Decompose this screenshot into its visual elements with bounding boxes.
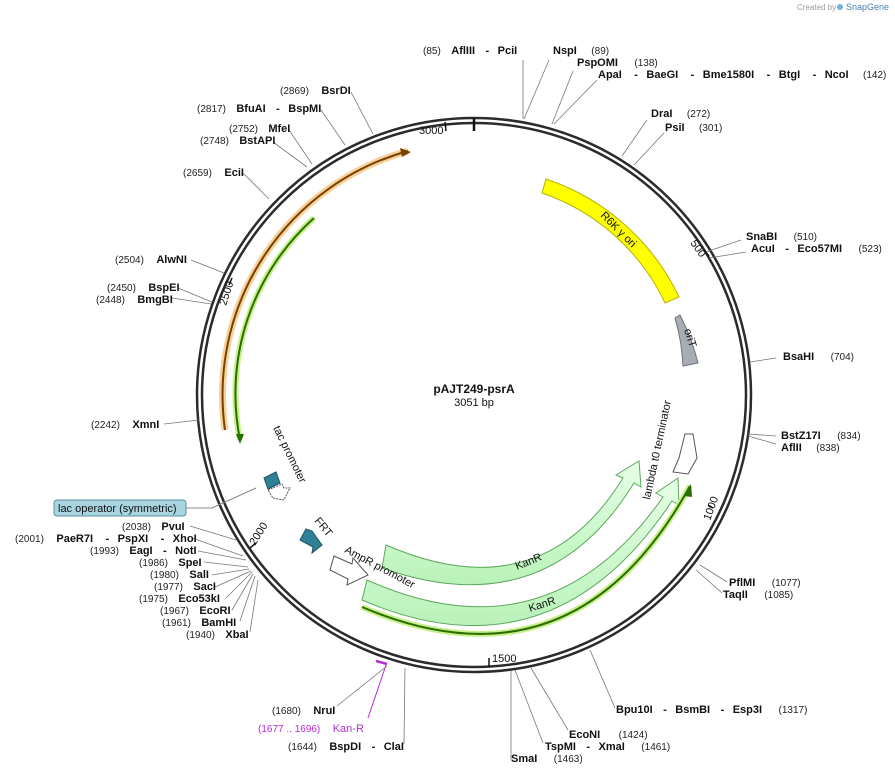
site-bstz17i[interactable]: BstZ17I (834) xyxy=(781,426,861,443)
lac-operator-leader-b xyxy=(211,487,257,509)
site-saci[interactable]: (1977) SacI xyxy=(154,577,216,594)
tick-3000: 3000 xyxy=(419,125,443,137)
site-spei[interactable]: (1986) SpeI xyxy=(139,553,202,570)
site-bspei[interactable]: (2450) BspEI xyxy=(107,278,180,295)
site-xmni[interactable]: (2242) XmnI xyxy=(91,415,159,432)
feature-r6k-label: R6K γ ori xyxy=(598,210,638,250)
site-acui[interactable]: AcuI - Eco57MI (523) xyxy=(751,239,882,256)
site-bstapi[interactable]: (2748) BstAPI xyxy=(200,131,275,148)
site-smai[interactable]: SmaI (1463) xyxy=(511,749,583,766)
site-eagi[interactable]: (1993) EagI - NotI xyxy=(90,541,197,558)
site-pvui[interactable]: (2038) PvuI xyxy=(122,517,185,534)
primer-bind-left-arrowhead xyxy=(236,434,244,444)
site-bsrdi[interactable]: (2869) BsrDI xyxy=(280,81,351,98)
primer-bind-upper-halo xyxy=(219,147,409,431)
primer-bind-upper[interactable] xyxy=(221,150,409,431)
site-nspi[interactable]: NspI (89) xyxy=(553,41,609,58)
site-taqii[interactable]: TaqII (1085) xyxy=(723,585,793,602)
snapgene-logo-icon xyxy=(837,4,843,10)
tick-2000: 2000 xyxy=(247,520,270,547)
feature-ampr-promoter[interactable] xyxy=(329,555,369,586)
primer-bind-lower-arrowhead xyxy=(684,484,692,497)
kanr-site-leader xyxy=(367,664,387,719)
site-paer7i[interactable]: (2001) PaeR7I - PspXI - XhoI xyxy=(15,529,197,546)
site-snabi[interactable]: SnaBI (510) xyxy=(746,227,817,244)
feature-orit-label: oriT xyxy=(681,327,698,349)
feature-orit[interactable] xyxy=(674,314,699,367)
site-xbai[interactable]: (1940) XbaI xyxy=(186,625,249,642)
plasmid-size: 3051 bp xyxy=(454,397,494,409)
feature-frt[interactable] xyxy=(299,528,323,555)
primer-bind-lower[interactable] xyxy=(361,485,691,635)
site-sali[interactable]: (1980) SalI xyxy=(150,565,209,582)
feature-kanr-inner[interactable] xyxy=(381,460,642,586)
site-nrui[interactable]: (1680) NruI xyxy=(272,701,335,718)
site-drai[interactable]: DraI (272) xyxy=(651,104,710,121)
feature-kanr-outer[interactable] xyxy=(361,477,680,627)
site-econi[interactable]: EcoNI (1424) xyxy=(569,725,648,742)
created-by-text: Created by xyxy=(797,3,836,12)
site-mfei[interactable]: (2752) MfeI xyxy=(229,119,290,136)
site-bfuai[interactable]: (2817) BfuAI - BspMI xyxy=(197,99,321,116)
feature-tac-promoter[interactable] xyxy=(263,471,281,490)
site-pspomi[interactable]: PspOMI (138) xyxy=(577,53,658,70)
snapgene-logo-text: SnapGene xyxy=(846,2,889,12)
feature-lambda-terminator[interactable] xyxy=(672,433,698,475)
site-eco53ki[interactable]: (1975) Eco53kI xyxy=(139,589,220,606)
site-ecii[interactable]: (2659) EciI xyxy=(183,163,244,180)
site-alwni[interactable]: (2504) AlwNI xyxy=(115,250,187,267)
plasmid-name: pAJT249-psrA xyxy=(433,382,515,396)
feature-r6k-ori[interactable] xyxy=(541,178,680,304)
primer-bind-left-halo xyxy=(232,215,317,441)
site-bmgbi[interactable]: (2448) BmgBI xyxy=(96,290,173,307)
site-aflii[interactable]: AflII (838) xyxy=(781,438,840,455)
site-bspdi[interactable]: (1644) BspDI - ClaI xyxy=(288,737,404,754)
feature-lac-operator-label: lac operator (symmetric) xyxy=(58,503,177,515)
site-afliii-pcii[interactable]: (85) AflIII - PciI xyxy=(423,41,517,58)
tick-1000: 1000 xyxy=(702,495,722,522)
site-bpu10i[interactable]: Bpu10I - BsmBI - Esp3I (1317) xyxy=(616,700,807,717)
kanr-site-marker xyxy=(375,659,388,666)
site-apai-group[interactable]: ApaI - BaeGI - Bme1580I - BtgI - NcoI (1… xyxy=(598,65,886,82)
tick-1500: 1500 xyxy=(492,653,516,665)
tick-marks xyxy=(228,121,714,667)
feature-tac-promoter-arrow xyxy=(267,483,291,501)
site-leaders xyxy=(163,59,777,760)
site-kanr[interactable]: (1677 .. 1696) Kan-R xyxy=(258,719,364,736)
site-tspmi[interactable]: TspMI - XmaI (1461) xyxy=(545,737,670,754)
site-bamhi[interactable]: (1961) BamHI xyxy=(162,613,236,630)
primer-bind-left[interactable] xyxy=(234,217,315,441)
site-psii[interactable]: PsiI (301) xyxy=(665,118,722,135)
site-ecori[interactable]: (1967) EcoRI xyxy=(160,601,231,618)
site-bsahi[interactable]: BsaHI (704) xyxy=(783,347,854,364)
primer-bind-upper-arrowhead xyxy=(400,148,411,157)
site-pflmi[interactable]: PflMI (1077) xyxy=(729,573,801,590)
